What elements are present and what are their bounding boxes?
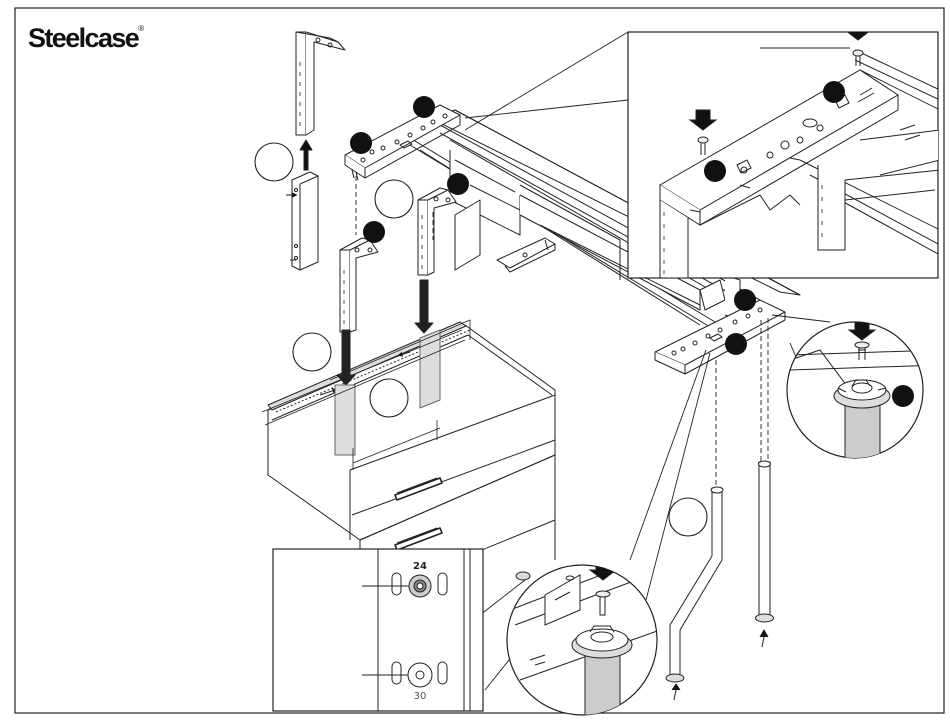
- detail-panel-top-right: [628, 20, 940, 278]
- leg-plate-right: [418, 188, 456, 275]
- straight-leg: [756, 461, 774, 647]
- leg-lower-segment: [292, 172, 318, 270]
- dimension-inset: 24 30: [273, 549, 483, 711]
- detail-circle-bottom: [507, 560, 660, 715]
- right-mounting-bracket: [655, 300, 785, 374]
- dimension-label-lower: 30: [414, 691, 427, 702]
- leg-plate-center: [340, 238, 378, 332]
- dimension-label-upper: 24: [413, 561, 427, 572]
- leg-plate-top-left: [296, 32, 345, 135]
- detail-circle-right: [787, 320, 940, 470]
